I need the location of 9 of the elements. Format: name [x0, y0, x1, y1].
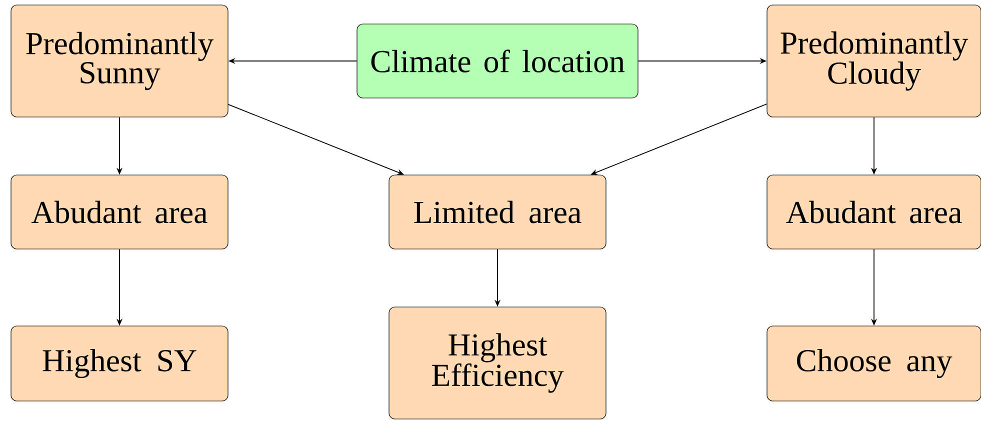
process-box: Limited area: [388, 174, 606, 250]
process-box: Predominantly Cloudy: [766, 4, 981, 118]
process-box: Climate of location: [356, 24, 638, 98]
process-box: Highest Efficiency: [388, 306, 606, 420]
process-box: Predominantly Sunny: [10, 4, 228, 118]
process-box: Highest SY: [10, 326, 228, 402]
process-box: Choose any: [766, 326, 981, 402]
process-box: Abudant area: [766, 174, 981, 250]
process-box: Abudant area: [10, 174, 228, 250]
